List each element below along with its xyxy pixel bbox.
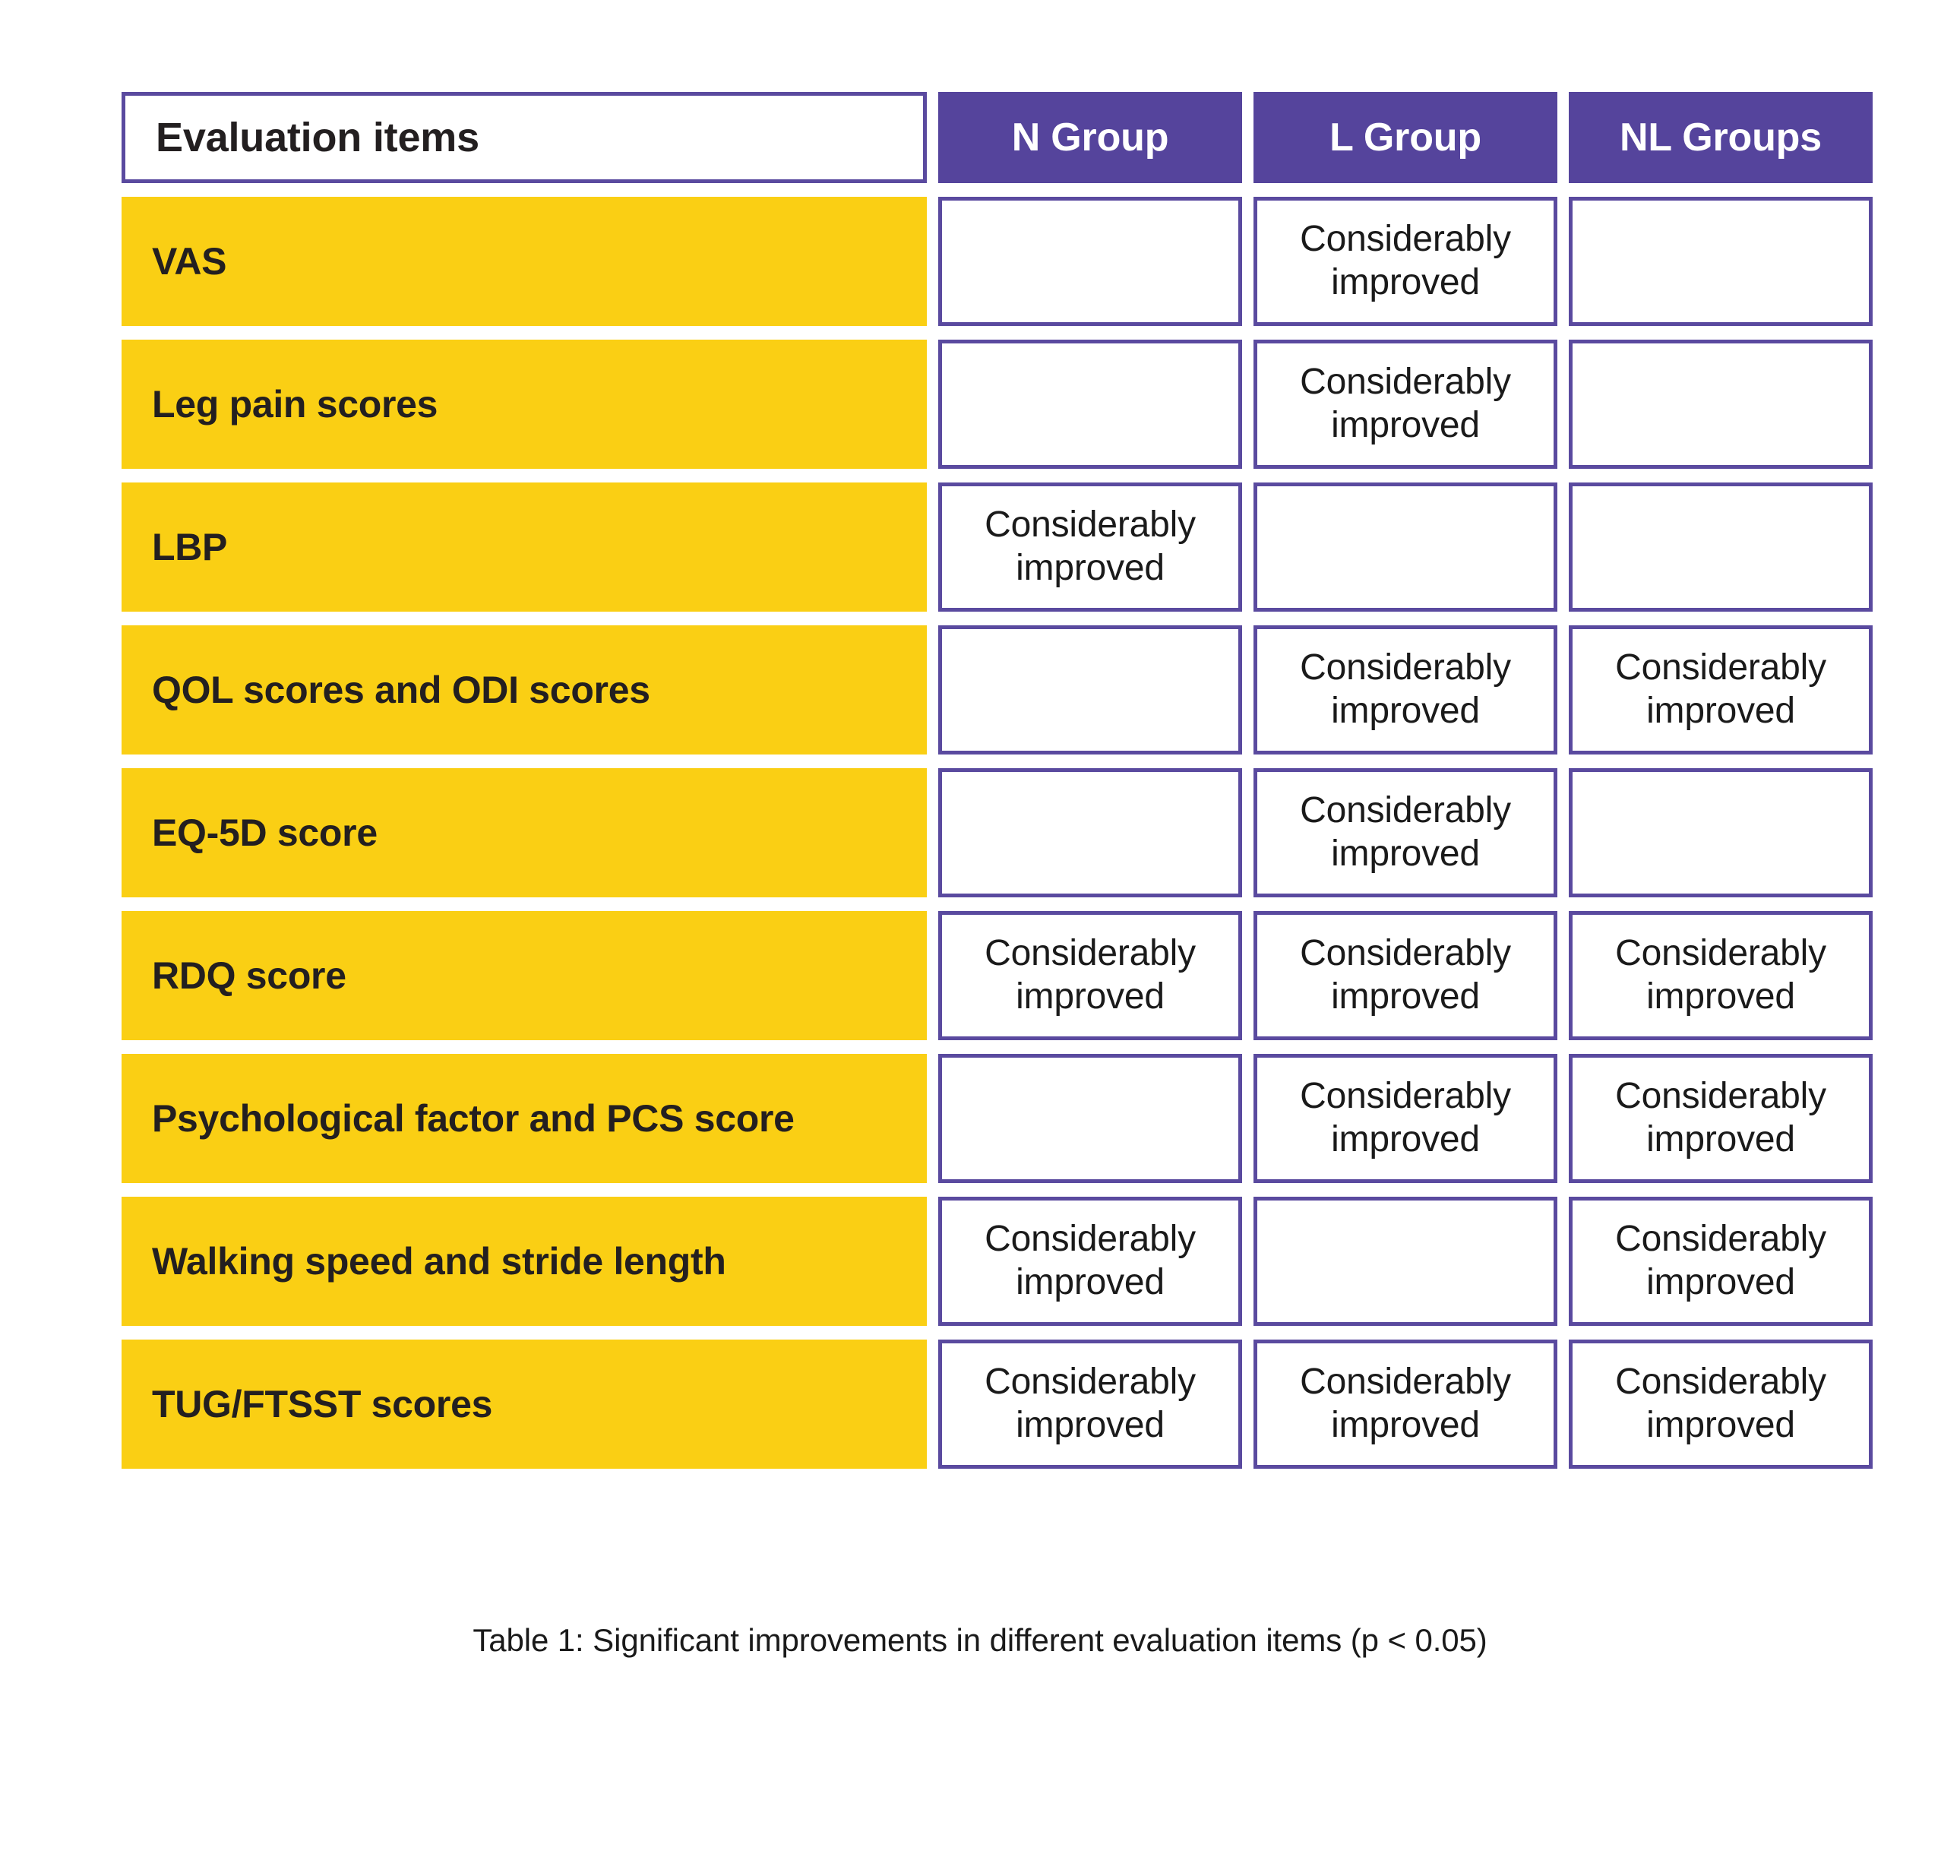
cell-leg-pain-scores-n-group [938, 340, 1242, 469]
table-row: VAS Considerably improved [122, 197, 1873, 326]
cell-psychological-factor-pcs-score-nl-groups: Considerably improved [1569, 1054, 1873, 1183]
cell-tug-ftsst-scores-l-group: Considerably improved [1253, 1340, 1557, 1469]
cell-eq-5d-score-nl-groups [1569, 768, 1873, 897]
row-label-psychological-factor-pcs-score: Psychological factor and PCS score [122, 1054, 927, 1183]
row-label-qol-odi-scores: QOL scores and ODI scores [122, 625, 927, 755]
row-label-vas: VAS [122, 197, 927, 326]
cell-psychological-factor-pcs-score-n-group [938, 1054, 1242, 1183]
table-row: EQ-5D score Considerably improved [122, 768, 1873, 897]
cell-psychological-factor-pcs-score-l-group: Considerably improved [1253, 1054, 1557, 1183]
column-header-nl-groups: NL Groups [1569, 92, 1873, 183]
cell-eq-5d-score-n-group [938, 768, 1242, 897]
cell-rdq-score-l-group: Considerably improved [1253, 911, 1557, 1040]
table-row: LBP Considerably improved [122, 482, 1873, 612]
cell-qol-odi-scores-n-group [938, 625, 1242, 755]
row-label-lbp: LBP [122, 482, 927, 612]
table-row: Leg pain scores Considerably improved [122, 340, 1873, 469]
cell-rdq-score-nl-groups: Considerably improved [1569, 911, 1873, 1040]
cell-qol-odi-scores-nl-groups: Considerably improved [1569, 625, 1873, 755]
table-body: VAS Considerably improved Leg pain score… [122, 197, 1873, 1469]
row-label-walking-speed-stride-length: Walking speed and stride length [122, 1197, 927, 1326]
column-header-l-group: L Group [1253, 92, 1557, 183]
evaluation-table: Evaluation items N Group L Group NL Grou… [110, 78, 1884, 1482]
table-row: Walking speed and stride length Consider… [122, 1197, 1873, 1326]
evaluation-table-container: Evaluation items N Group L Group NL Grou… [110, 78, 1873, 1482]
cell-leg-pain-scores-nl-groups [1569, 340, 1873, 469]
cell-lbp-n-group: Considerably improved [938, 482, 1242, 612]
cell-rdq-score-n-group: Considerably improved [938, 911, 1242, 1040]
row-label-leg-pain-scores: Leg pain scores [122, 340, 927, 469]
cell-vas-nl-groups [1569, 197, 1873, 326]
cell-leg-pain-scores-l-group: Considerably improved [1253, 340, 1557, 469]
cell-vas-n-group [938, 197, 1242, 326]
cell-lbp-l-group [1253, 482, 1557, 612]
row-label-tug-ftsst-scores: TUG/FTSST scores [122, 1340, 927, 1469]
cell-walking-speed-stride-length-nl-groups: Considerably improved [1569, 1197, 1873, 1326]
cell-lbp-nl-groups [1569, 482, 1873, 612]
cell-eq-5d-score-l-group: Considerably improved [1253, 768, 1557, 897]
row-label-rdq-score: RDQ score [122, 911, 927, 1040]
cell-walking-speed-stride-length-l-group [1253, 1197, 1557, 1326]
cell-tug-ftsst-scores-n-group: Considerably improved [938, 1340, 1242, 1469]
cell-walking-speed-stride-length-n-group: Considerably improved [938, 1197, 1242, 1326]
cell-qol-odi-scores-l-group: Considerably improved [1253, 625, 1557, 755]
table-caption: Table 1: Significant improvements in dif… [473, 1622, 1487, 1658]
table-row: RDQ score Considerably improved Consider… [122, 911, 1873, 1040]
table-header-row: Evaluation items N Group L Group NL Grou… [122, 92, 1873, 183]
table-row: Psychological factor and PCS score Consi… [122, 1054, 1873, 1183]
cell-vas-l-group: Considerably improved [1253, 197, 1557, 326]
table-head: Evaluation items N Group L Group NL Grou… [122, 92, 1873, 183]
row-label-eq-5d-score: EQ-5D score [122, 768, 927, 897]
table-row: QOL scores and ODI scores Considerably i… [122, 625, 1873, 755]
table-row: TUG/FTSST scores Considerably improved C… [122, 1340, 1873, 1469]
column-header-n-group: N Group [938, 92, 1242, 183]
cell-tug-ftsst-scores-nl-groups: Considerably improved [1569, 1340, 1873, 1469]
column-header-evaluation-items: Evaluation items [122, 92, 927, 183]
